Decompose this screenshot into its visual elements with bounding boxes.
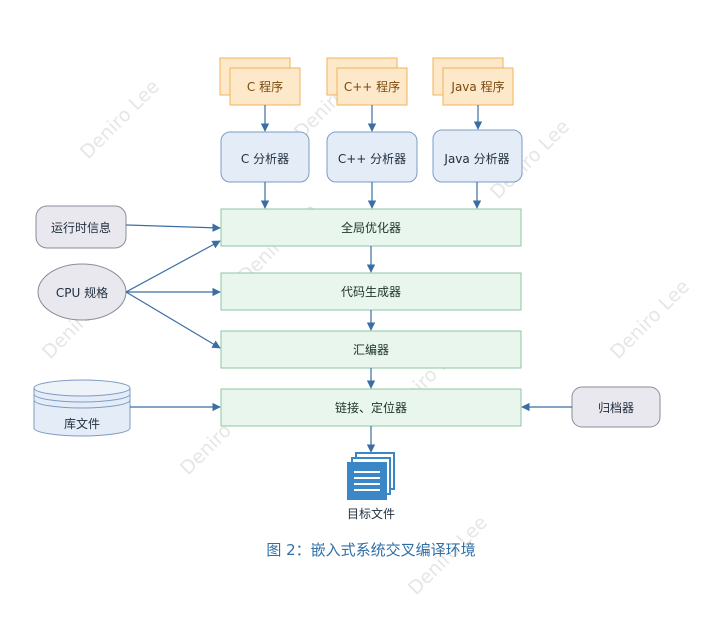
object-file-label: 目标文件	[347, 506, 395, 521]
code-generator-label: 代码生成器	[341, 285, 401, 299]
library-files-label: 库文件	[64, 416, 100, 431]
assembler-label: 汇编器	[353, 342, 389, 357]
watermark: Deniro Lee	[606, 276, 694, 364]
code-generator: 代码生成器	[220, 272, 522, 311]
archiver: 归档器	[571, 386, 661, 428]
watermark: Deniro Lee	[76, 76, 164, 164]
analyzer-cpp: C++ 分析器	[326, 131, 418, 183]
edge-cpu-optimizer	[125, 240, 221, 293]
cpu-spec-label: CPU 规格	[56, 285, 108, 300]
analyzer-c: C 分析器	[220, 131, 310, 183]
document-icon	[347, 452, 395, 500]
program-cpp-label: C++ 程序	[344, 79, 400, 94]
linker-locator-label: 链接、定位器	[335, 400, 407, 415]
library-files: 库文件	[33, 379, 131, 437]
analyzer-c-label: C 分析器	[241, 152, 289, 166]
runtime-info-label: 运行时信息	[51, 220, 111, 235]
linker-locator: 链接、定位器	[220, 388, 522, 427]
program-c: C 程序	[219, 57, 301, 106]
assembler: 汇编器	[220, 330, 522, 369]
cpu-spec: CPU 规格	[37, 263, 127, 321]
program-java: Java 程序	[432, 57, 514, 106]
runtime-info: 运行时信息	[35, 205, 127, 249]
analyzer-cpp-label: C++ 分析器	[338, 152, 406, 166]
program-cpp: C++ 程序	[326, 57, 408, 106]
global-optimizer-label: 全局优化器	[341, 220, 401, 235]
edge-cpu-assembler	[125, 291, 221, 349]
global-optimizer: 全局优化器	[220, 208, 522, 247]
figure-caption: 图 2：嵌入式系统交叉编译环境	[266, 541, 475, 559]
program-java-label: Java 程序	[450, 79, 504, 94]
analyzer-java: Java 分析器	[432, 129, 523, 183]
archiver-label: 归档器	[598, 401, 634, 415]
program-c-label: C 程序	[247, 79, 283, 94]
analyzer-java-label: Java 分析器	[443, 152, 509, 166]
edges	[125, 105, 572, 453]
edge-runtime-optimizer	[125, 223, 221, 232]
